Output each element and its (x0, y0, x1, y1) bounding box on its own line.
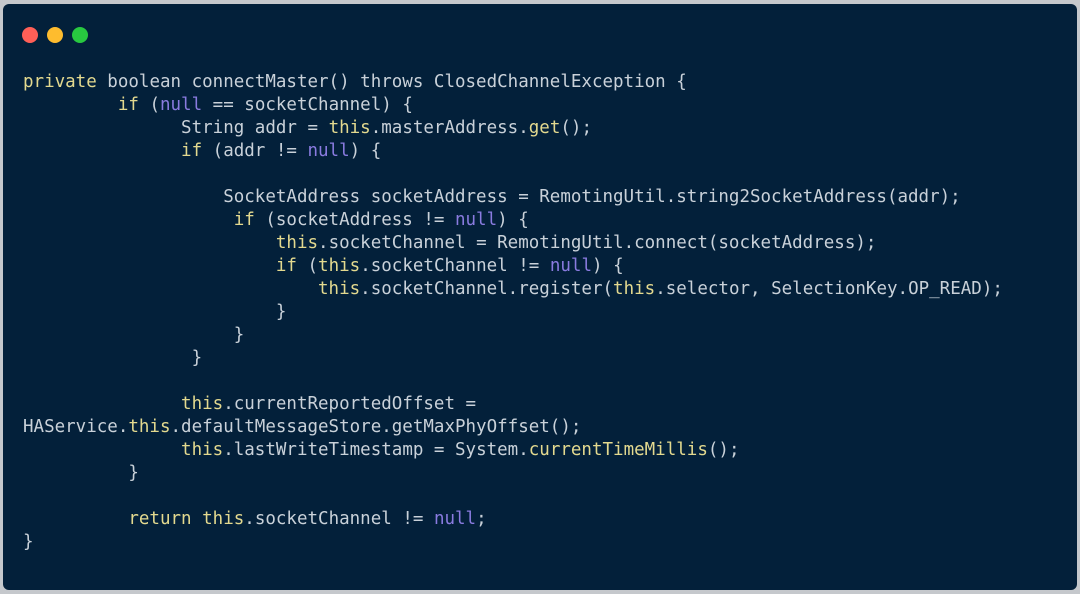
code-line: String addr = this.masterAddress.get(); (23, 117, 592, 140)
code-token-literal: null (159, 95, 203, 115)
code-line: } (23, 531, 34, 554)
code-line: this.lastWriteTimestamp = System.current… (23, 439, 739, 462)
code-token-literal: null (307, 141, 350, 161)
code-indent (23, 509, 128, 529)
code-line: } (23, 301, 287, 324)
code-line: SocketAddress socketAddress = RemotingUt… (23, 186, 961, 209)
code-token-literal: null (549, 256, 592, 276)
zoom-dot-icon[interactable] (72, 27, 88, 43)
code-token-default (192, 509, 203, 529)
code-token-default: .masterAddress. (370, 118, 529, 138)
code-token-default: (); (560, 118, 592, 138)
code-token-keyword: if (181, 141, 203, 161)
code-token-literal: null (454, 210, 498, 230)
code-token-default: ( (138, 95, 160, 115)
minimize-dot-icon[interactable] (47, 27, 63, 43)
code-token-keyword: this (275, 233, 319, 253)
code-window: private boolean connectMaster() throws C… (3, 4, 1077, 590)
code-token-default: HAService. (23, 417, 129, 437)
code-token-default: } (23, 532, 34, 552)
code-token-default: .currentReportedOffset = (223, 394, 477, 414)
code-token-default: ( (296, 256, 319, 276)
code-token-keyword: this (181, 440, 224, 460)
code-token-default: .socketChannel != (244, 509, 434, 529)
code-token-default: .defaultMessageStore.getMaxPhyOffset(); (170, 417, 582, 437)
code-token-default: String addr = (181, 118, 329, 138)
code-token-default: .socketChannel = RemotingUtil.connect(so… (318, 233, 877, 253)
code-line: this.currentReportedOffset = (23, 393, 476, 416)
code-indent (23, 118, 181, 138)
code-token-default: (socketAddress != (254, 210, 455, 230)
code-line: return this.socketChannel != null; (23, 508, 487, 531)
code-token-default: (); (707, 440, 740, 460)
code-indent (23, 440, 181, 460)
code-indent (23, 233, 276, 253)
code-line: if (null == socketChannel) { (23, 94, 413, 117)
code-line: if (addr != null) { (23, 140, 381, 163)
code-token-keyword: this (202, 509, 245, 529)
code-token-default: .socketChannel != (360, 256, 550, 276)
code-indent (23, 187, 223, 207)
code-token-default: SocketAddress socketAddress = RemotingUt… (223, 187, 961, 207)
code-token-default: == socketChannel) { (202, 95, 413, 115)
code-line: if (socketAddress != null) { (23, 209, 529, 232)
code-indent (23, 394, 181, 414)
code-token-default: ) { (497, 210, 529, 230)
code-token-default: } (128, 463, 139, 483)
code-line: private boolean connectMaster() throws C… (23, 71, 687, 94)
code-indent (23, 325, 234, 345)
code-indent (23, 210, 234, 230)
code-indent (23, 141, 181, 161)
code-token-default: ) { (592, 256, 624, 276)
code-token-default: (addr != (202, 141, 308, 161)
code-token-keyword: return (128, 509, 192, 529)
code-token-default: } (191, 348, 203, 368)
code-token-default: boolean connectMaster() throws ClosedCha… (96, 72, 687, 92)
code-token-default: ; (476, 509, 487, 529)
code-token-keyword: private (23, 72, 97, 92)
code-token-keyword: if (233, 210, 255, 230)
code-indent (23, 279, 318, 299)
code-indent (23, 256, 276, 276)
code-token-default: .socketChannel.register( (360, 279, 614, 299)
close-dot-icon[interactable] (22, 27, 38, 43)
code-line: this.socketChannel.register(this.selecto… (23, 278, 1003, 301)
code-block: private boolean connectMaster() throws C… (3, 4, 1077, 590)
code-token-keyword: this (328, 118, 371, 138)
code-token-keyword: if (117, 95, 139, 115)
code-line: this.socketChannel = RemotingUtil.connec… (23, 232, 877, 255)
code-token-keyword: this (318, 279, 361, 299)
code-token-default: } (233, 325, 245, 345)
code-token-default: } (275, 302, 287, 322)
code-indent (23, 95, 118, 115)
code-token-keyword: this (181, 394, 224, 414)
code-token-keyword: this (613, 279, 656, 299)
code-token-default: .lastWriteTimestamp = System. (223, 440, 529, 460)
code-line: } (23, 324, 245, 347)
code-line: } (23, 462, 139, 485)
code-line: HAService.this.defaultMessageStore.getMa… (23, 416, 581, 439)
code-token-keyword: currentTimeMillis (528, 440, 708, 460)
code-indent (23, 302, 276, 322)
code-token-keyword: if (275, 256, 297, 276)
code-token-default: .selector, SelectionKey.OP_READ); (655, 279, 1003, 299)
code-token-keyword: this (318, 256, 361, 276)
code-line: if (this.socketChannel != null) { (23, 255, 624, 278)
code-indent (23, 348, 192, 368)
code-token-literal: null (433, 509, 477, 529)
code-token-default: ) { (349, 141, 382, 161)
code-token-keyword: get (528, 118, 561, 138)
code-indent (23, 463, 128, 483)
code-line: } (23, 347, 203, 370)
code-token-keyword: this (128, 417, 171, 437)
